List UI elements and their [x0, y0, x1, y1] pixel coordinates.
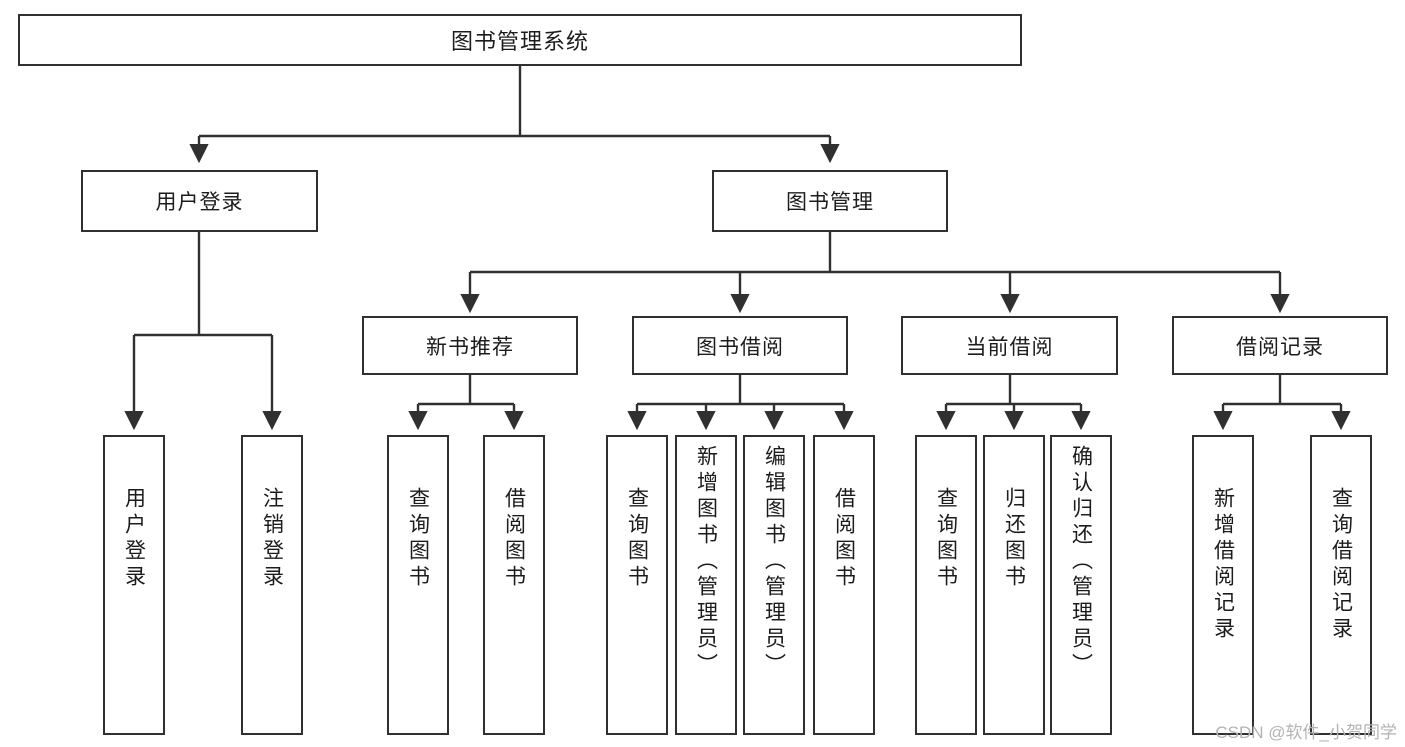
node-label: 图书借阅 [696, 335, 784, 359]
node-borrow-record[interactable]: 借阅记录 [1172, 316, 1388, 375]
node-leaf-borrow-book-2[interactable]: 借阅图书 [813, 435, 875, 735]
node-label: 查询图书 [625, 487, 649, 591]
node-book-management-system[interactable]: 图书管理系统 [18, 14, 1022, 66]
node-leaf-confirm-return[interactable]: 确认归还（管理员） [1050, 435, 1112, 735]
node-label: 查询借阅记录 [1329, 487, 1353, 643]
node-leaf-user-logout[interactable]: 注销登录 [241, 435, 303, 735]
node-label: 图书管理 [786, 191, 874, 214]
node-book-borrow[interactable]: 图书借阅 [632, 316, 848, 375]
node-leaf-query-record[interactable]: 查询借阅记录 [1310, 435, 1372, 735]
node-label: 新增借阅记录 [1211, 487, 1235, 643]
node-leaf-add-book[interactable]: 新增图书（管理员） [675, 435, 737, 735]
node-label: 当前借阅 [965, 335, 1054, 359]
node-label: 借阅图书 [832, 487, 856, 591]
node-label: 借阅记录 [1236, 335, 1324, 359]
node-label: 编辑图书（管理员） [762, 445, 786, 679]
node-book-manage[interactable]: 图书管理 [712, 170, 948, 232]
node-label: 查询图书 [934, 487, 958, 591]
node-label: 新书推荐 [426, 335, 514, 359]
node-label: 借阅图书 [502, 487, 526, 591]
node-leaf-return-book[interactable]: 归还图书 [983, 435, 1045, 735]
node-leaf-query-book-1[interactable]: 查询图书 [387, 435, 449, 735]
node-label: 注销登录 [260, 487, 284, 591]
node-leaf-add-record[interactable]: 新增借阅记录 [1192, 435, 1254, 735]
node-current-borrow[interactable]: 当前借阅 [901, 316, 1118, 375]
node-label: 图书管理系统 [450, 29, 589, 54]
node-leaf-query-book-2[interactable]: 查询图书 [606, 435, 668, 735]
watermark: CSDN @软件_小贺同学 [1215, 723, 1397, 742]
node-leaf-user-login[interactable]: 用户登录 [103, 435, 165, 735]
node-leaf-borrow-book-1[interactable]: 借阅图书 [483, 435, 545, 735]
node-user-login[interactable]: 用户登录 [81, 170, 318, 232]
node-label: 确认归还（管理员） [1069, 445, 1093, 679]
node-new-book-recommend[interactable]: 新书推荐 [362, 316, 578, 375]
node-label: 新增图书（管理员） [694, 445, 718, 679]
node-label: 归还图书 [1002, 487, 1026, 591]
node-label: 用户登录 [122, 487, 146, 591]
node-label: 用户登录 [155, 191, 244, 214]
node-leaf-query-book-3[interactable]: 查询图书 [915, 435, 977, 735]
node-leaf-edit-book[interactable]: 编辑图书（管理员） [743, 435, 805, 735]
node-label: 查询图书 [406, 487, 430, 591]
